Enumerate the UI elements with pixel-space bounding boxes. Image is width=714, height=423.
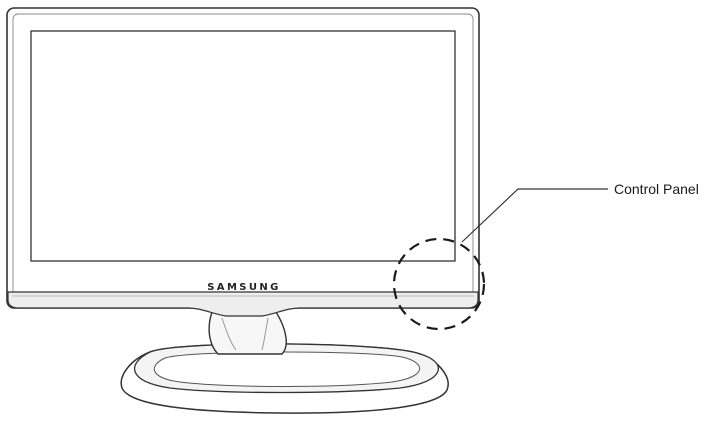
stand-neck	[208, 311, 287, 355]
stand-base	[120, 343, 449, 414]
callout-label-control-panel: Control Panel	[614, 181, 699, 197]
screen	[30, 30, 456, 262]
control-panel-highlight	[392, 237, 486, 331]
brand-logo: SAMSUNG	[207, 282, 281, 293]
callout-leader-line	[461, 188, 608, 243]
